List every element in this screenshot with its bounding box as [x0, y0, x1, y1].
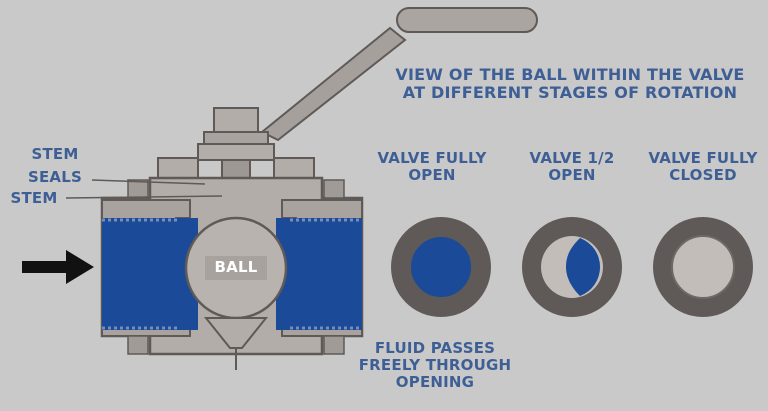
seals-label: SEALS: [27, 168, 83, 186]
handle-lever: [260, 26, 407, 142]
fluid-left: [102, 218, 198, 330]
stage-fully-closed: [653, 217, 753, 317]
flow-arrow-head: [66, 250, 94, 284]
stage-open-label: VALVE FULLY OPEN: [377, 149, 487, 184]
stem-washer: [203, 131, 269, 145]
stage-closed-label: VALVE FULLY CLOSED: [648, 149, 758, 184]
stage-open-fluid: [409, 235, 473, 299]
stage-half-fluid: [566, 238, 601, 296]
stem-label-top: STEM: [31, 145, 79, 163]
bottom-trunnion: [203, 317, 269, 349]
leader-seals: [91, 179, 206, 185]
stage-fully-open: [391, 217, 491, 317]
ball-label: BALL: [214, 258, 258, 276]
view-title-line2: AT DIFFERENT STAGES OF ROTATION: [402, 82, 738, 102]
bolt-top-right: [323, 179, 345, 199]
fluid-caption: FLUID PASSES FREELY THROUGH OPENING: [358, 339, 512, 391]
stage-half-open: [522, 217, 622, 317]
fluid-right: [276, 218, 362, 330]
stem-label-bottom: STEM: [10, 189, 58, 207]
flow-arrow-shaft: [22, 261, 72, 273]
stage-closed-ball: [671, 235, 735, 299]
ball-label-background: [205, 256, 267, 280]
bolt-top-left: [127, 179, 149, 199]
handle-grip: [396, 7, 538, 33]
view-title: VIEW OF THE BALL WITHIN THE VALVE AT DIF…: [374, 66, 766, 102]
view-title-line1: VIEW OF THE BALL WITHIN THE VALVE: [395, 65, 745, 84]
bolt-bottom-left: [127, 335, 149, 355]
stage-half-label: VALVE 1/2 OPEN: [529, 149, 615, 184]
stem-nut: [213, 107, 259, 135]
leader-stem: [65, 195, 223, 199]
stem-collar: [197, 143, 275, 161]
bolt-bottom-right: [323, 335, 345, 355]
